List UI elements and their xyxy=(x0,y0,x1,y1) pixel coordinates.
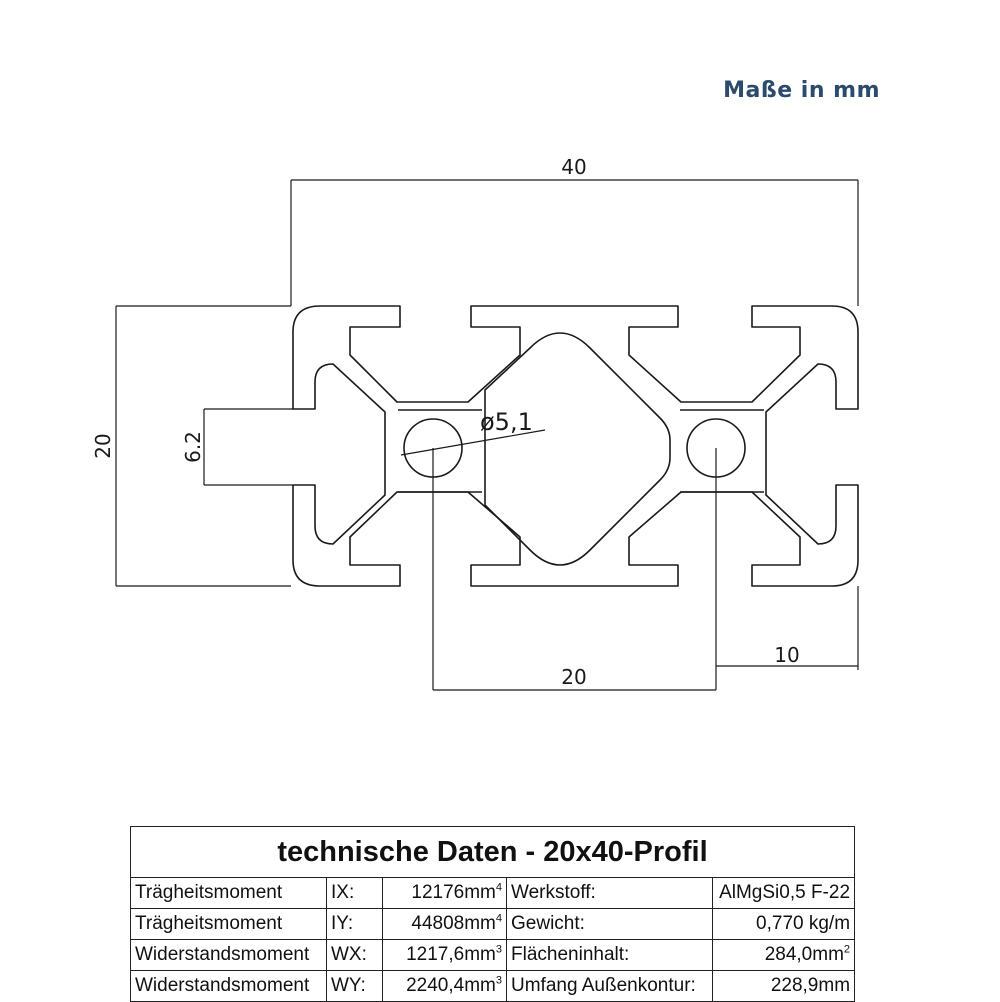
profile-outline xyxy=(292,305,859,587)
dim-pitch-label: 20 xyxy=(561,665,586,689)
row-property: Gewicht: xyxy=(506,908,713,940)
row-property: Werkstoff: xyxy=(506,877,713,909)
dim-slot-label: 6.2 xyxy=(181,431,205,463)
bore-holes xyxy=(403,418,746,478)
dim-height-label: 20 xyxy=(91,433,115,458)
row-property-value: 0,770 kg/m xyxy=(711,908,856,940)
row-value: 44808mm4 xyxy=(382,908,507,940)
table-row: Trägheitsmoment IY: 44808mm4 Gewicht: 0,… xyxy=(130,908,856,940)
dim-width-label: 40 xyxy=(561,155,586,179)
dim-bore-label: ø5,1 xyxy=(480,408,533,436)
row-property-value: 284,0mm2 xyxy=(711,939,856,971)
row-value: 1217,6mm3 xyxy=(382,939,507,971)
row-property-value: AlMgSi0,5 F-22 xyxy=(711,877,856,909)
table-row: Widerstandsmoment WY: 2240,4mm3 Umfang A… xyxy=(130,970,856,1002)
row-symbol: WX: xyxy=(326,939,383,971)
row-symbol: IX: xyxy=(326,877,383,909)
row-symbol: WY: xyxy=(326,970,383,1002)
row-property: Umfang Außenkontur: xyxy=(506,970,713,1002)
row-property-value: 228,9mm xyxy=(711,970,856,1002)
table-row: Widerstandsmoment WX: 1217,6mm3 Flächeni… xyxy=(130,939,856,971)
row-property: Flächeninhalt: xyxy=(506,939,713,971)
row-label: Widerstandsmoment xyxy=(130,970,327,1002)
row-value: 2240,4mm3 xyxy=(382,970,507,1002)
row-value: 12176mm4 xyxy=(382,877,507,909)
dim-edge-label: 10 xyxy=(774,643,799,667)
row-label: Trägheitsmoment xyxy=(130,908,327,940)
row-symbol: IY: xyxy=(326,908,383,940)
table-row: Trägheitsmoment IX: 12176mm4 Werkstoff: … xyxy=(130,877,856,909)
spec-table: technische Daten - 20x40-Profil Trägheit… xyxy=(129,826,856,1002)
table-title-row: technische Daten - 20x40-Profil xyxy=(129,826,856,878)
dimension-labels: 40 20 6.2 ø5,1 20 10 xyxy=(91,155,800,689)
units-note: Maße in mm xyxy=(723,78,880,103)
row-label: Trägheitsmoment xyxy=(130,877,327,909)
profile-drawing: 40 20 6.2 ø5,1 20 10 xyxy=(91,155,859,691)
row-label: Widerstandsmoment xyxy=(130,939,327,971)
table-title: technische Daten - 20x40-Profil xyxy=(129,826,856,878)
dimension-lines xyxy=(115,179,859,691)
